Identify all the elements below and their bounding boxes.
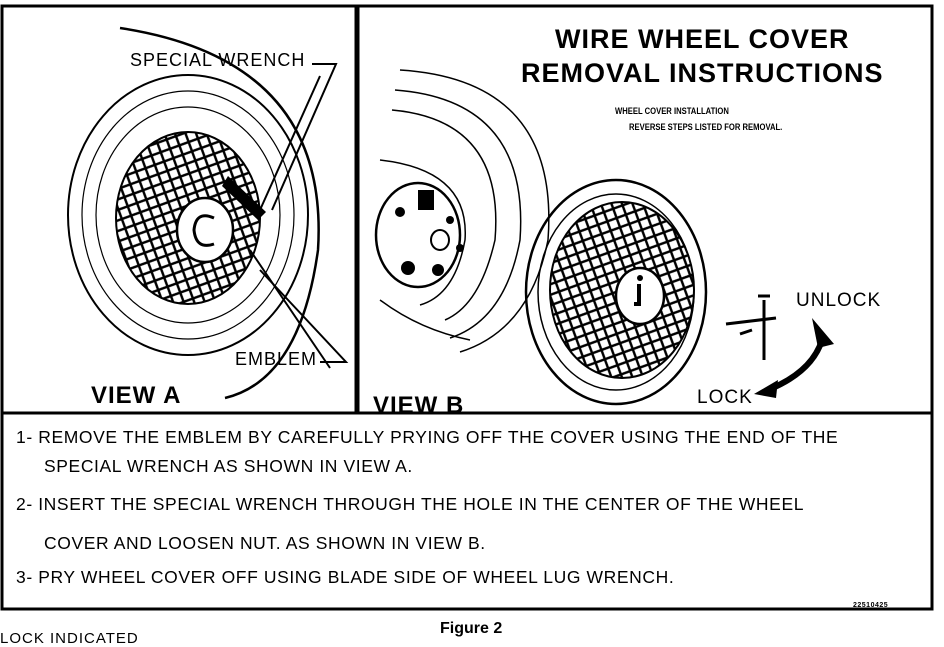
title-line-2: REMOVAL INSTRUCTIONS: [521, 58, 884, 88]
view-a-wheel: [67, 26, 320, 400]
lock-label: LOCK: [697, 387, 753, 408]
figure-caption: Figure 2: [440, 620, 503, 637]
emblem-label: EMBLEM: [235, 349, 318, 369]
step-2-line-1: 2- INSERT THE SPECIAL WRENCH THROUGH THE…: [16, 494, 805, 514]
part-code: 22510425: [853, 602, 889, 609]
lug-wrench-icon: [725, 294, 777, 360]
title-line-1: WIRE WHEEL COVER: [555, 24, 850, 54]
view-b-rear-wheel-rings: [379, 69, 550, 353]
view-b-label: VIEW B: [373, 392, 465, 419]
installation-note-line-2: REVERSE STEPS LISTED FOR REMOVAL.: [629, 122, 783, 132]
emblem-c-mark: [192, 214, 215, 247]
step-3-line-1: 3- PRY WHEEL COVER OFF USING BLADE SIDE …: [16, 567, 675, 587]
view-a-label: VIEW A: [91, 382, 182, 409]
emblem-hub: [175, 196, 235, 264]
cut-off-text: LOCK INDICATED: [0, 630, 139, 647]
view-b-hub: [374, 181, 464, 289]
unlock-label: UNLOCK: [796, 290, 882, 311]
view-b-wheel-cover: [524, 178, 708, 406]
step-2-line-2: COVER AND LOOSEN NUT. AS SHOWN IN VIEW B…: [44, 533, 486, 553]
lock-unlock-arrow-icon: [754, 318, 834, 398]
view-a-callout-lines: [249, 63, 349, 369]
installation-note-line-1: WHEEL COVER INSTALLATION: [615, 106, 729, 116]
step-1-line-2: SPECIAL WRENCH AS SHOWN IN VIEW A.: [44, 456, 413, 476]
steps-panel-border: [0, 411, 934, 611]
step-1-line-1: 1- REMOVE THE EMBLEM BY CAREFULLY PRYING…: [16, 427, 839, 447]
special-wrench-label: SPECIAL WRENCH: [130, 50, 306, 70]
special-wrench-shape: [222, 176, 266, 220]
